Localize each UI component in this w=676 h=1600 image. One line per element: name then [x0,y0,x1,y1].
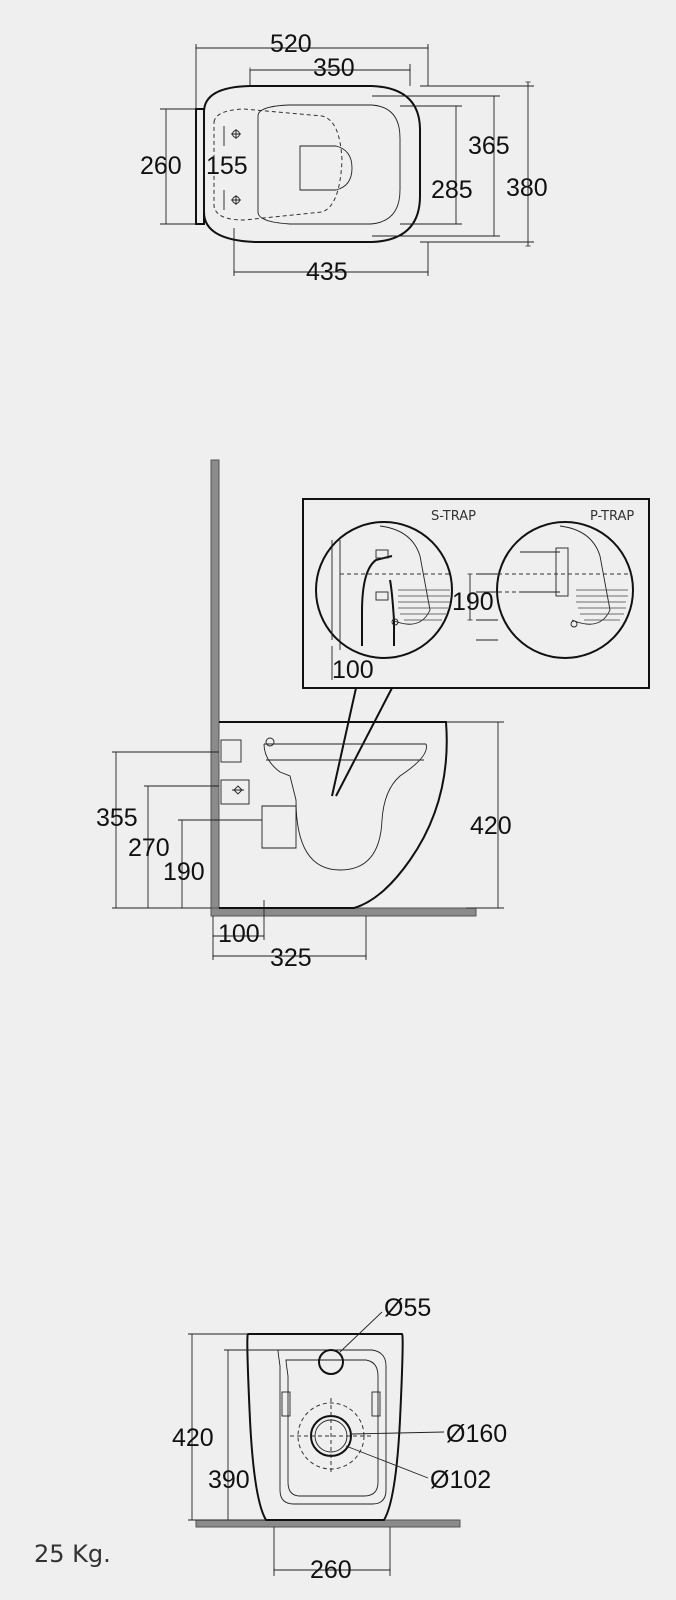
dim-d55: Ø55 [384,1294,431,1322]
rear-view: Ø55 Ø160 Ø102 420 390 260 [172,1294,507,1584]
dim-365: 365 [468,132,510,160]
inset-dim-190: 190 [452,588,494,616]
rear-view-floor [195,1519,461,1528]
dim-270: 270 [128,834,170,862]
inset-dim-100: 100 [332,656,374,684]
top-view: 520 350 365 380 260 155 285 435 [140,30,548,286]
dim-285: 285 [431,176,473,204]
dim-260-rear: 260 [310,1556,352,1584]
rear-view-body-outline [246,1333,404,1521]
dim-d102: Ø102 [430,1466,491,1494]
side-view-dimension-lines [112,721,504,960]
rear-view-right-fixing [371,1391,381,1417]
side-view-floor [210,907,477,917]
dim-520: 520 [270,30,312,58]
side-view-outlet [261,805,297,849]
side-view-bowl-outline [219,721,448,909]
dim-380: 380 [506,174,548,202]
top-view-bowl-outline [203,85,421,243]
leader-102 [345,1445,429,1479]
dim-100-side: 100 [218,920,260,948]
p-trap-detail [476,521,634,659]
dim-435: 435 [306,258,348,286]
dim-355: 355 [96,804,138,832]
side-view-wall [210,459,220,917]
callout-lines [331,687,393,797]
dim-390: 390 [208,1466,250,1494]
side-view-lower-fixing [220,779,250,805]
p-trap-label: P-TRAP [590,509,634,524]
side-view-trapway [263,743,427,871]
rear-view-left-fixing [281,1391,291,1417]
rear-view-water-inlet [318,1349,344,1375]
s-trap-label: S-TRAP [431,509,476,524]
s-trap-detail [315,521,453,659]
top-view-dimension-lines [160,44,534,276]
top-view-seat-outline [213,108,343,221]
rear-view-inner-recess [277,1349,387,1505]
dim-420-side: 420 [470,812,512,840]
side-view-water-inlet [265,737,275,747]
top-view-inner-bowl [257,104,401,225]
top-view-back-plate [195,108,205,225]
dim-325: 325 [270,944,312,972]
weight-label: 25 Kg. [34,1540,111,1568]
rear-view-inner-recess-2 [285,1359,379,1497]
dim-d160: Ø160 [446,1420,507,1448]
top-view-outlet [299,145,353,191]
dim-260-top: 260 [140,152,182,180]
side-view-rim [264,743,426,761]
side-view: S-TRAP P-TRAP 190 100 [96,459,650,972]
side-view-upper-fixing [220,739,242,763]
leader-160 [351,1431,445,1435]
rear-view-centerlines [290,1398,372,1474]
leader-55 [339,1311,383,1353]
dim-420-rear: 420 [172,1424,214,1452]
trap-detail-box [302,498,650,689]
dim-190-side: 190 [163,858,205,886]
dim-350: 350 [313,54,355,82]
side-view-fixing-bolt [232,785,244,795]
dim-155: 155 [206,152,248,180]
top-view-fixing-holes [223,126,241,210]
rear-view-dimension-lines [188,1333,391,1576]
